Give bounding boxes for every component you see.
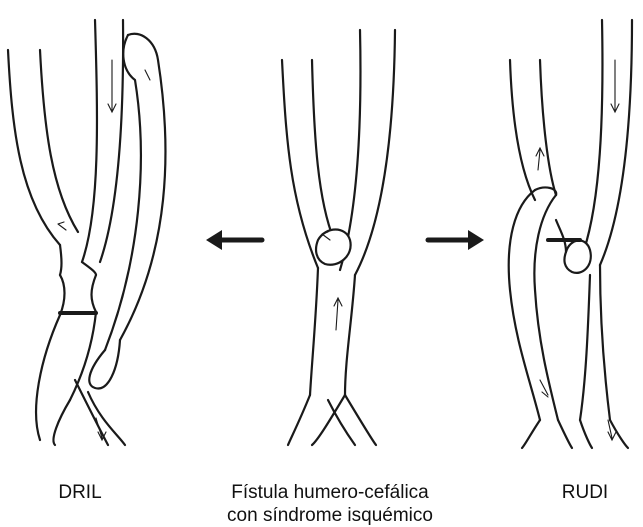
label-fistula: Fístula humero-cefálica con síndrome isq… — [195, 481, 465, 527]
label-rudi: RUDI — [525, 481, 643, 504]
dril-illustration — [8, 20, 165, 445]
fistula-illustration — [282, 30, 395, 445]
rudi-illustration — [509, 20, 632, 448]
label-dril: DRIL — [20, 481, 140, 504]
arrow-right-icon — [428, 230, 484, 250]
label-fistula-line1: Fístula humero-cefálica — [195, 481, 465, 504]
label-fistula-line2: con síndrome isquémico — [195, 504, 465, 527]
arrow-left-icon — [206, 230, 262, 250]
